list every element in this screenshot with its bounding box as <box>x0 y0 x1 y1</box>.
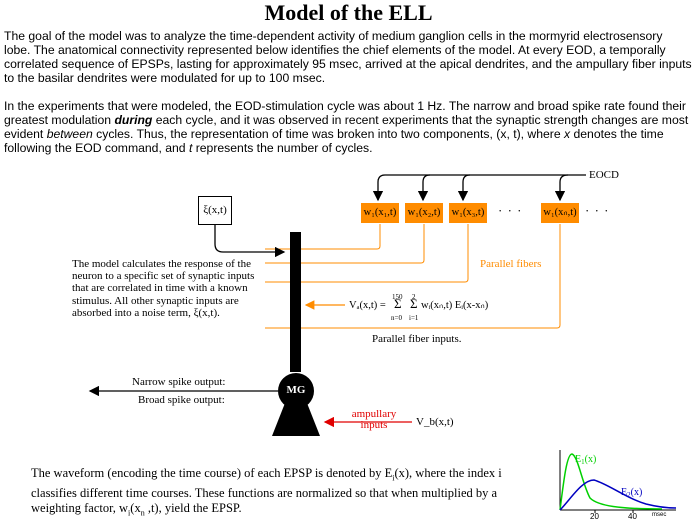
synaptic-equation: Vₐ(x,t) = 150 Σ n=0 2 Σ i=1 wᵢ(xₙ,t) Eᵢ(… <box>349 293 549 322</box>
model-description: The model calculates the response of the… <box>72 258 255 319</box>
ellipsis-end: · · · <box>585 203 610 218</box>
page-title: Model of the ELL <box>264 0 433 25</box>
epsp-chart: E1(x) E2(x) 20 40 msec <box>559 450 677 520</box>
p2-a: In the experiments that were modeled, th… <box>4 99 686 127</box>
parallel-fiber-inputs-label: Parallel fiber inputs. <box>372 333 462 345</box>
p2-between: between <box>46 127 93 141</box>
broad-spike-label: Broad spike output: <box>138 394 225 406</box>
p2-t: t <box>188 141 193 155</box>
weight-box-n: w₁(xₙ,t) <box>541 203 579 223</box>
apical-dendrite <box>290 232 301 372</box>
parallel-fibers-label: Parallel fibers <box>480 258 542 270</box>
eocd-lines <box>372 174 586 202</box>
p2-g: denotes the time following the EOD comma… <box>4 127 664 155</box>
noise-box: ξ(x,t) <box>198 196 232 225</box>
wave-sub-c: n <box>140 508 145 517</box>
mg-label: MG <box>286 384 306 396</box>
e1-legend: E1(x) <box>575 454 596 466</box>
vb-label: V_b(x,t) <box>416 416 454 428</box>
parallel-fibers <box>265 224 561 329</box>
p2-x: x <box>564 127 571 141</box>
noise-arrow <box>214 224 286 258</box>
eocd-label: EOCD <box>589 169 619 181</box>
experiment-paragraph: In the experiments that were modeled, th… <box>4 99 692 155</box>
p2-c: each cycle, and it was observed in recen… <box>4 113 689 141</box>
e2-curve <box>559 479 677 511</box>
wave-text-b: (x), where the index i classifies differ… <box>31 466 502 515</box>
weight-box-1: w₁(x₁,t) <box>361 203 399 223</box>
eq-sum1-top: 150 <box>392 293 403 301</box>
ampullary-label: ampullary inputs <box>351 408 397 431</box>
wave-sub-b: i <box>128 508 131 517</box>
x-axis-label: msec <box>652 512 666 518</box>
basal-dendrite <box>272 398 320 436</box>
weight-box-2: w₁(x₂,t) <box>405 203 443 223</box>
eq-sum2-bottom: i=1 <box>409 314 419 322</box>
mg-cell-body <box>278 373 314 409</box>
wave-sub-a: i <box>392 473 395 483</box>
ellipsis-middle: · · · <box>498 203 523 218</box>
eq-sigma-2: Σ <box>410 296 418 311</box>
e1-curve <box>559 453 663 511</box>
wave-text-c: (x <box>130 500 141 515</box>
e2-legend: E2(x) <box>621 487 642 499</box>
eq-lhs: Vₐ(x,t) = <box>349 300 386 311</box>
wave-text-d: ,t), yield the EPSP. <box>144 500 242 515</box>
narrow-spike-label: Narrow spike output: <box>132 376 226 388</box>
eq-rhs: wᵢ(xₙ,t) Eᵢ(x-xₙ) <box>421 300 489 311</box>
x-tick-label-20: 20 <box>590 512 599 520</box>
eq-sum2-top: 2 <box>412 293 416 301</box>
intro-paragraph: The goal of the model was to analyze the… <box>4 29 692 85</box>
eq-sum1-bottom: n=0 <box>391 314 402 322</box>
wave-text-a: The waveform (encoding the time course) … <box>31 466 393 480</box>
eq-sigma-1: Σ <box>394 296 402 311</box>
p2-e: cycles. Thus, the representation of time… <box>92 127 565 141</box>
x-tick-label-40: 40 <box>628 512 637 520</box>
p2-i: represents the number of cycles. <box>192 141 373 155</box>
p2-during: during <box>114 113 153 127</box>
weight-box-3: w₁(x₃,t) <box>449 203 487 223</box>
waveform-paragraph: The waveform (encoding the time course) … <box>31 466 541 521</box>
